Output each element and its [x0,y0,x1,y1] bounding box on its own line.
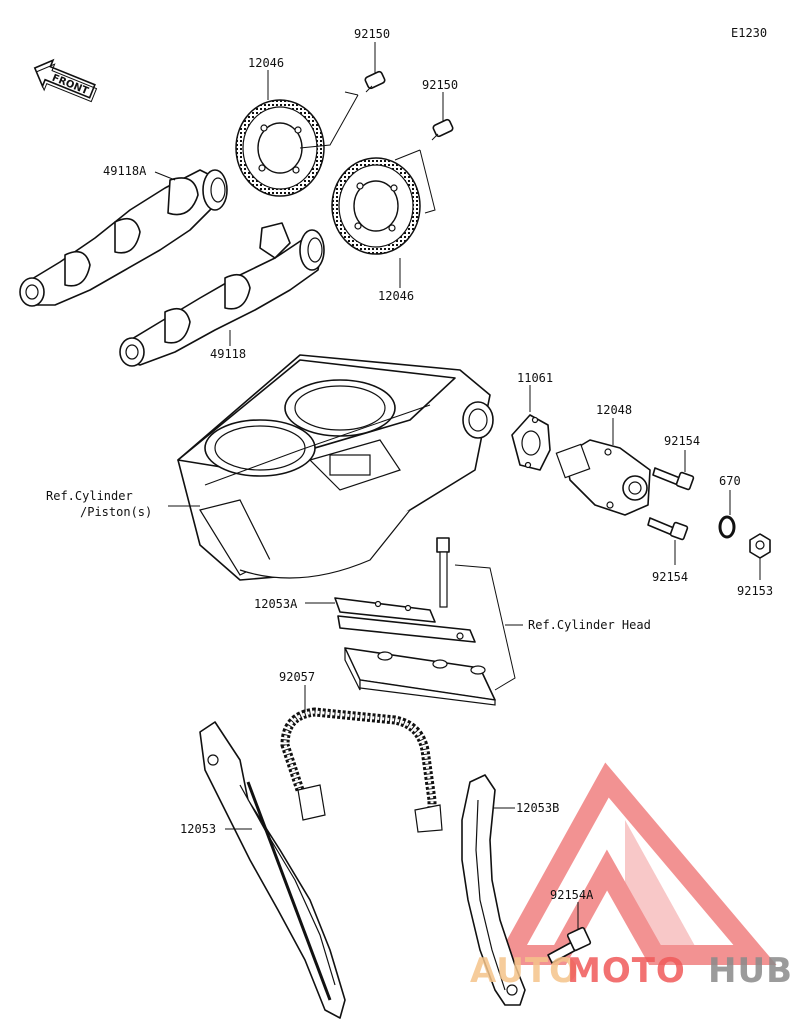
label-12053a: 12053A [254,597,298,611]
chain-92057 [280,685,443,833]
watermark-moto: MOTO [567,951,686,991]
label-49118a: 49118A [103,164,147,178]
guide-12053 [199,721,346,1019]
diagram-code: E1230 [731,26,767,40]
watermark-text: AUTO MOTO HUB [470,951,793,991]
label-92154-lower: 92154 [652,570,688,584]
label-49118: 49118 [210,347,246,361]
label-11061: 11061 [517,371,553,385]
label-ref-cylinder-head: Ref.Cylinder Head [528,618,651,632]
guide-12053a [334,597,476,643]
label-92150-upper: 92150 [354,27,390,41]
long-bolt [436,537,450,608]
label-92154-upper: 92154 [664,434,700,448]
cylinder-head-cap [344,647,496,706]
camshaft-49118a [19,169,228,307]
bolt-92154-upper [652,450,695,491]
oring-670 [718,490,736,539]
cap-92153 [749,533,771,580]
label-ref-piston: /Piston(s) [80,505,152,519]
leaders-top [154,42,444,346]
label-92154a: 92154A [550,888,594,902]
ref-bracket [305,564,523,691]
label-670: 670 [719,474,741,488]
label-12046-upper: 12046 [248,56,284,70]
label-92153: 92153 [737,584,773,598]
watermark-auto: AUTO [470,951,579,991]
bolt-92154-lower [647,517,689,565]
label-ref-cylinder: Ref.Cylinder [46,489,133,503]
label-92150-lower: 92150 [422,78,458,92]
label-12046-lower: 12046 [378,289,414,303]
bolt-92150-upper [364,70,386,93]
cylinder-block [177,354,494,581]
bolt-92154a [547,902,592,964]
label-12053b: 12053B [516,801,559,815]
label-92057: 92057 [279,670,315,684]
guide-12053b [461,774,526,1006]
gasket-11061 [511,385,551,471]
camshaft-49118 [119,222,325,367]
bolt-92150-lower [431,118,454,141]
sprocket-12046-lower [331,157,421,255]
sprocket-12046-upper [235,99,325,197]
tensioner-12048 [555,418,651,516]
label-12048: 12048 [596,403,632,417]
watermark-hub: HUB [708,951,793,991]
label-12053: 12053 [180,822,216,836]
front-arrow-icon: FRONT [33,58,98,103]
